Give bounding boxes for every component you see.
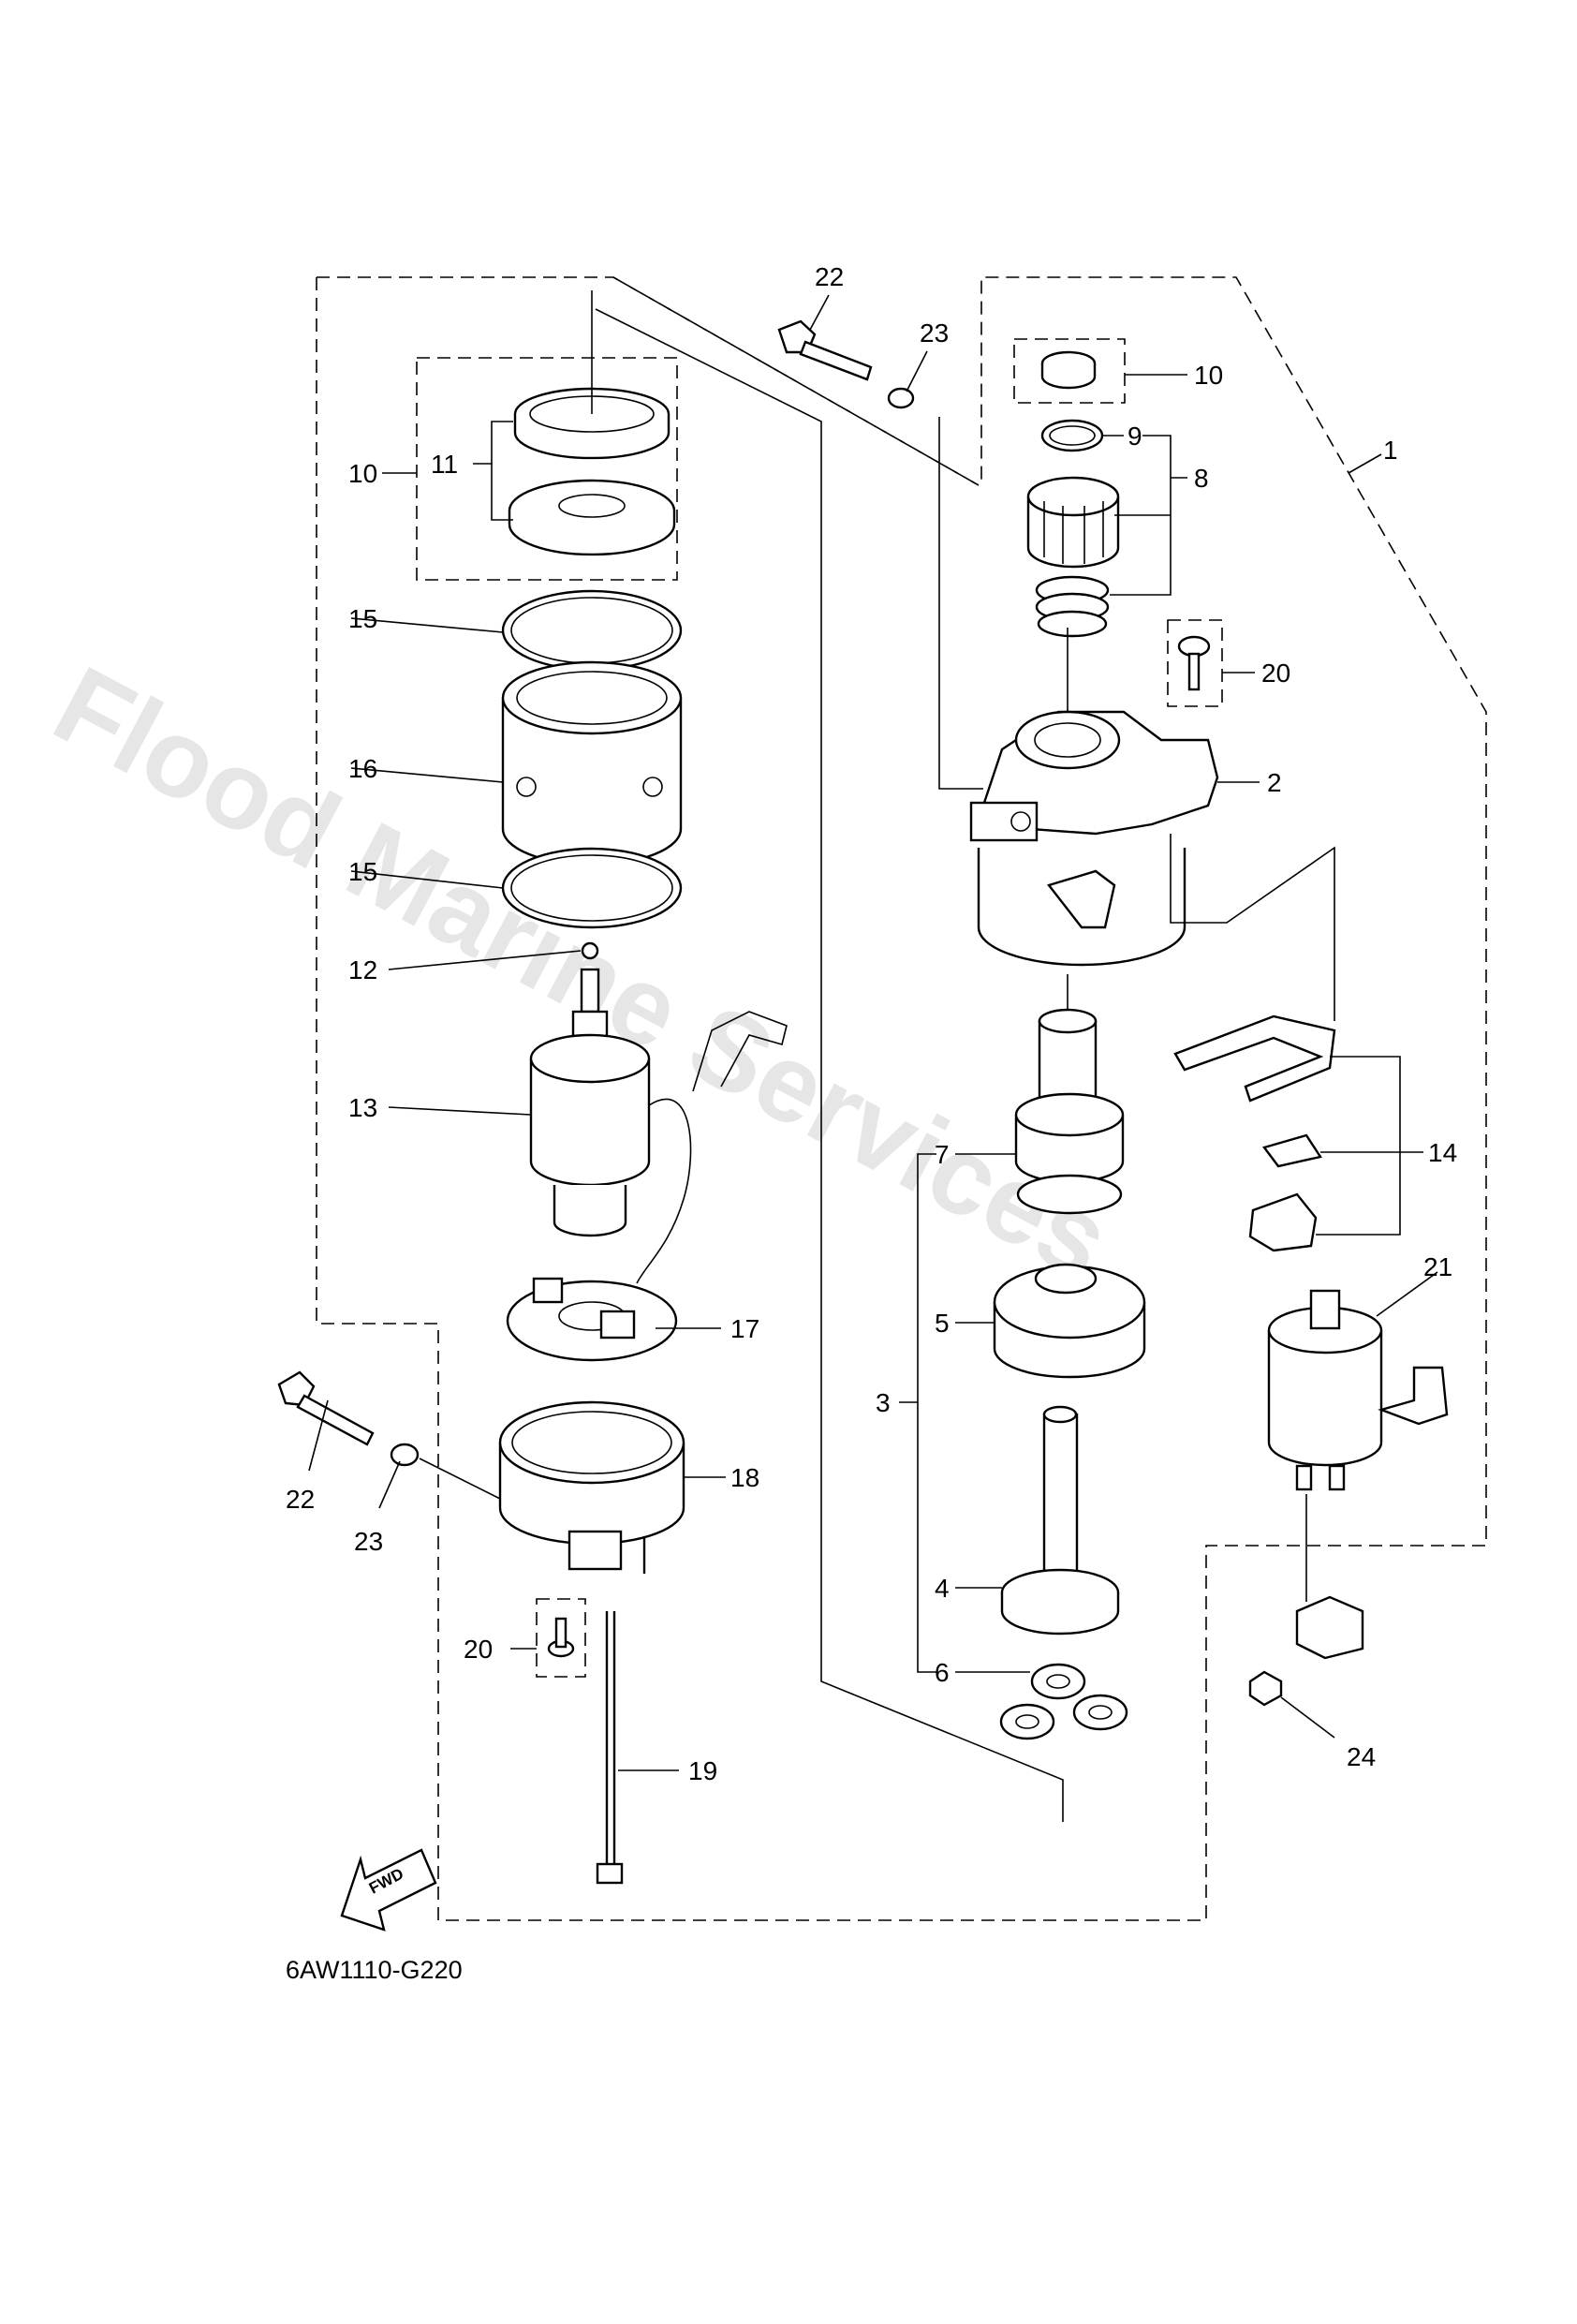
part-14-lever bbox=[1173, 1014, 1336, 1252]
callout-12: 12 bbox=[348, 955, 377, 984]
callout-5: 5 bbox=[935, 1309, 950, 1338]
part-23-washer-left bbox=[390, 1443, 420, 1467]
callout-3: 3 bbox=[876, 1388, 891, 1417]
part-15-oring-top bbox=[501, 589, 683, 672]
part-15-oring-bottom bbox=[501, 847, 683, 929]
callout-15-top: 15 bbox=[348, 604, 377, 633]
part-13-armature bbox=[529, 968, 788, 1284]
part-6-planet-gears bbox=[999, 1663, 1128, 1740]
callout-18: 18 bbox=[730, 1463, 759, 1492]
part-2-front-housing bbox=[969, 710, 1219, 967]
part-20-screw-right bbox=[1177, 635, 1211, 691]
part-16-yoke bbox=[501, 660, 683, 866]
part-7-drive bbox=[1014, 1008, 1125, 1215]
callout-11: 11 bbox=[431, 450, 458, 479]
callout-10-right: 10 bbox=[1194, 361, 1223, 390]
leader-lines bbox=[308, 294, 1438, 1771]
part-5-gear-housing bbox=[993, 1263, 1146, 1379]
part-10-cap bbox=[1040, 350, 1097, 390]
part-22-bolt-left bbox=[277, 1370, 375, 1446]
assembly-outline-left bbox=[316, 276, 1487, 1921]
part-22-bolt-top bbox=[777, 319, 873, 381]
part-20-screw-left bbox=[547, 1617, 575, 1658]
part-8-spring bbox=[1035, 575, 1110, 638]
part-8-pinion bbox=[1026, 476, 1120, 569]
callout-4: 4 bbox=[935, 1574, 950, 1603]
callout-20-left: 20 bbox=[464, 1635, 493, 1664]
part-23-washer-top bbox=[887, 387, 915, 409]
callout-22-top: 22 bbox=[815, 262, 844, 291]
part-18-rear-cover bbox=[498, 1400, 685, 1574]
part-12-ball bbox=[581, 941, 599, 960]
part-21-solenoid bbox=[1267, 1289, 1449, 1491]
part-17-brush-holder bbox=[506, 1277, 678, 1362]
callout-7: 7 bbox=[935, 1140, 950, 1169]
part-24-nut bbox=[1248, 1595, 1364, 1707]
callout-14: 14 bbox=[1428, 1138, 1457, 1167]
callout-1: 1 bbox=[1383, 436, 1398, 465]
callout-6: 6 bbox=[935, 1658, 950, 1687]
kit-box-10-left bbox=[416, 357, 678, 581]
part-19-through-bolt bbox=[596, 1611, 624, 1885]
diagram-code: 6AW1110-G220 bbox=[286, 1956, 463, 1984]
kit-box-10-right bbox=[1013, 338, 1126, 404]
callout-23-top: 23 bbox=[920, 318, 949, 348]
callout-8: 8 bbox=[1194, 464, 1209, 493]
callout-21: 21 bbox=[1423, 1252, 1452, 1281]
armature-outline bbox=[595, 308, 1064, 1822]
callout-13: 13 bbox=[348, 1093, 377, 1122]
callout-23-left: 23 bbox=[354, 1527, 383, 1556]
kit-box-20-right bbox=[1167, 619, 1223, 707]
callouts: 1 2 3 4 5 6 7 8 9 10 10 11 12 13 14 15 1… bbox=[286, 262, 1457, 1785]
callout-2: 2 bbox=[1267, 768, 1282, 797]
callout-19: 19 bbox=[688, 1756, 717, 1785]
callout-16: 16 bbox=[348, 754, 377, 783]
callout-20-right: 20 bbox=[1261, 659, 1290, 688]
callout-17: 17 bbox=[730, 1314, 759, 1343]
part-9-ring bbox=[1040, 419, 1104, 452]
part-11-washer bbox=[508, 479, 676, 556]
kit-box-20-left bbox=[536, 1598, 586, 1678]
callout-10-left: 10 bbox=[348, 459, 377, 488]
callout-24: 24 bbox=[1347, 1742, 1376, 1771]
callout-15-bottom: 15 bbox=[348, 857, 377, 886]
callout-22-left: 22 bbox=[286, 1485, 315, 1514]
part-4-shaft bbox=[1000, 1405, 1120, 1636]
callout-9: 9 bbox=[1127, 422, 1142, 451]
fwd-arrow: FWD bbox=[340, 1848, 437, 1932]
